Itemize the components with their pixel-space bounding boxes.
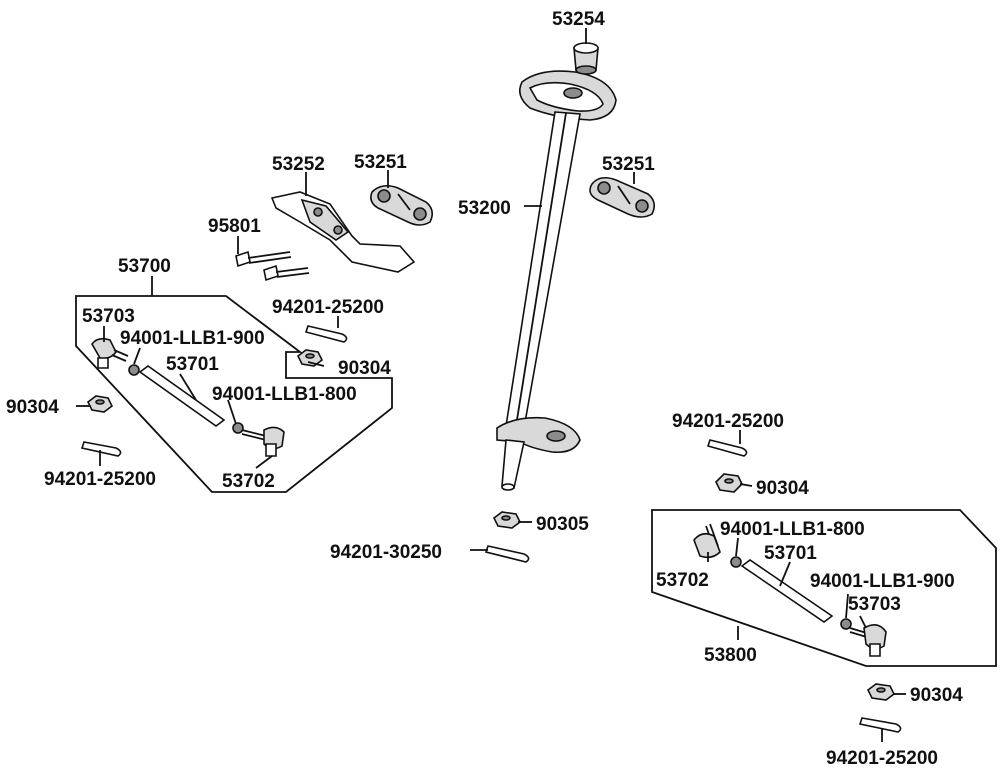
label-90304-a: 90304 bbox=[338, 358, 391, 379]
label-94201-30250: 94201-30250 bbox=[330, 542, 442, 563]
nut-90304-d bbox=[866, 683, 896, 701]
label-53703-b: 53703 bbox=[848, 594, 901, 615]
label-94201-25200-a: 94201-25200 bbox=[272, 297, 384, 318]
label-53702-a: 53702 bbox=[222, 471, 275, 492]
label-53703-a: 53703 bbox=[82, 306, 135, 327]
bolts-95801 bbox=[235, 250, 310, 282]
tie-rod-box-53800 bbox=[651, 509, 997, 667]
nut-90305 bbox=[492, 511, 522, 529]
label-53254: 53254 bbox=[552, 9, 605, 30]
tie-rod-box-53700 bbox=[75, 295, 393, 493]
steering-shaft-53200 bbox=[496, 70, 617, 491]
label-53800: 53800 bbox=[704, 645, 757, 666]
nut-90304-a bbox=[296, 349, 324, 367]
label-53702-b: 53702 bbox=[656, 570, 709, 591]
tie-rod-assembly-right bbox=[693, 523, 887, 657]
label-94201-25200-b: 94201-25200 bbox=[44, 469, 156, 490]
cotter-pin-94201-25200-b bbox=[80, 441, 122, 457]
cotter-pin-94201-25200-a bbox=[304, 325, 348, 343]
label-53701-a: 53701 bbox=[166, 354, 219, 375]
cotter-pin-94201-30250 bbox=[484, 545, 530, 563]
cotter-pin-94201-25200-c bbox=[706, 439, 748, 457]
clamp-53251-left bbox=[370, 184, 434, 226]
label-53200: 53200 bbox=[458, 198, 511, 219]
label-90304-c: 90304 bbox=[756, 478, 809, 499]
leader-lines bbox=[76, 28, 906, 742]
label-94001-llb1-800-b: 94001-LLB1-800 bbox=[720, 519, 865, 540]
label-53251-left: 53251 bbox=[354, 152, 407, 173]
bushing-53254 bbox=[573, 42, 599, 75]
clamp-53251-right bbox=[589, 176, 656, 218]
cotter-pin-94201-25200-d bbox=[858, 717, 902, 733]
label-90304-b: 90304 bbox=[6, 397, 59, 418]
label-53700: 53700 bbox=[118, 256, 171, 277]
label-94001-llb1-800-a: 94001-LLB1-800 bbox=[212, 384, 357, 405]
tie-rod-assembly-left bbox=[91, 337, 285, 457]
label-95801: 95801 bbox=[208, 216, 261, 237]
label-90305: 90305 bbox=[536, 514, 589, 535]
label-94001-llb1-900-b: 94001-LLB1-900 bbox=[810, 571, 955, 592]
label-53701-b: 53701 bbox=[764, 543, 817, 564]
label-53252: 53252 bbox=[272, 154, 325, 175]
label-94201-25200-d: 94201-25200 bbox=[826, 748, 938, 769]
label-53251-right: 53251 bbox=[602, 154, 655, 175]
label-90304-d: 90304 bbox=[910, 685, 963, 706]
bracket-53252 bbox=[270, 191, 416, 273]
nut-90304-c bbox=[715, 473, 743, 493]
label-94001-llb1-900-a: 94001-LLB1-900 bbox=[120, 328, 265, 349]
nut-90304-b bbox=[86, 395, 114, 413]
label-94201-25200-c: 94201-25200 bbox=[672, 411, 784, 432]
